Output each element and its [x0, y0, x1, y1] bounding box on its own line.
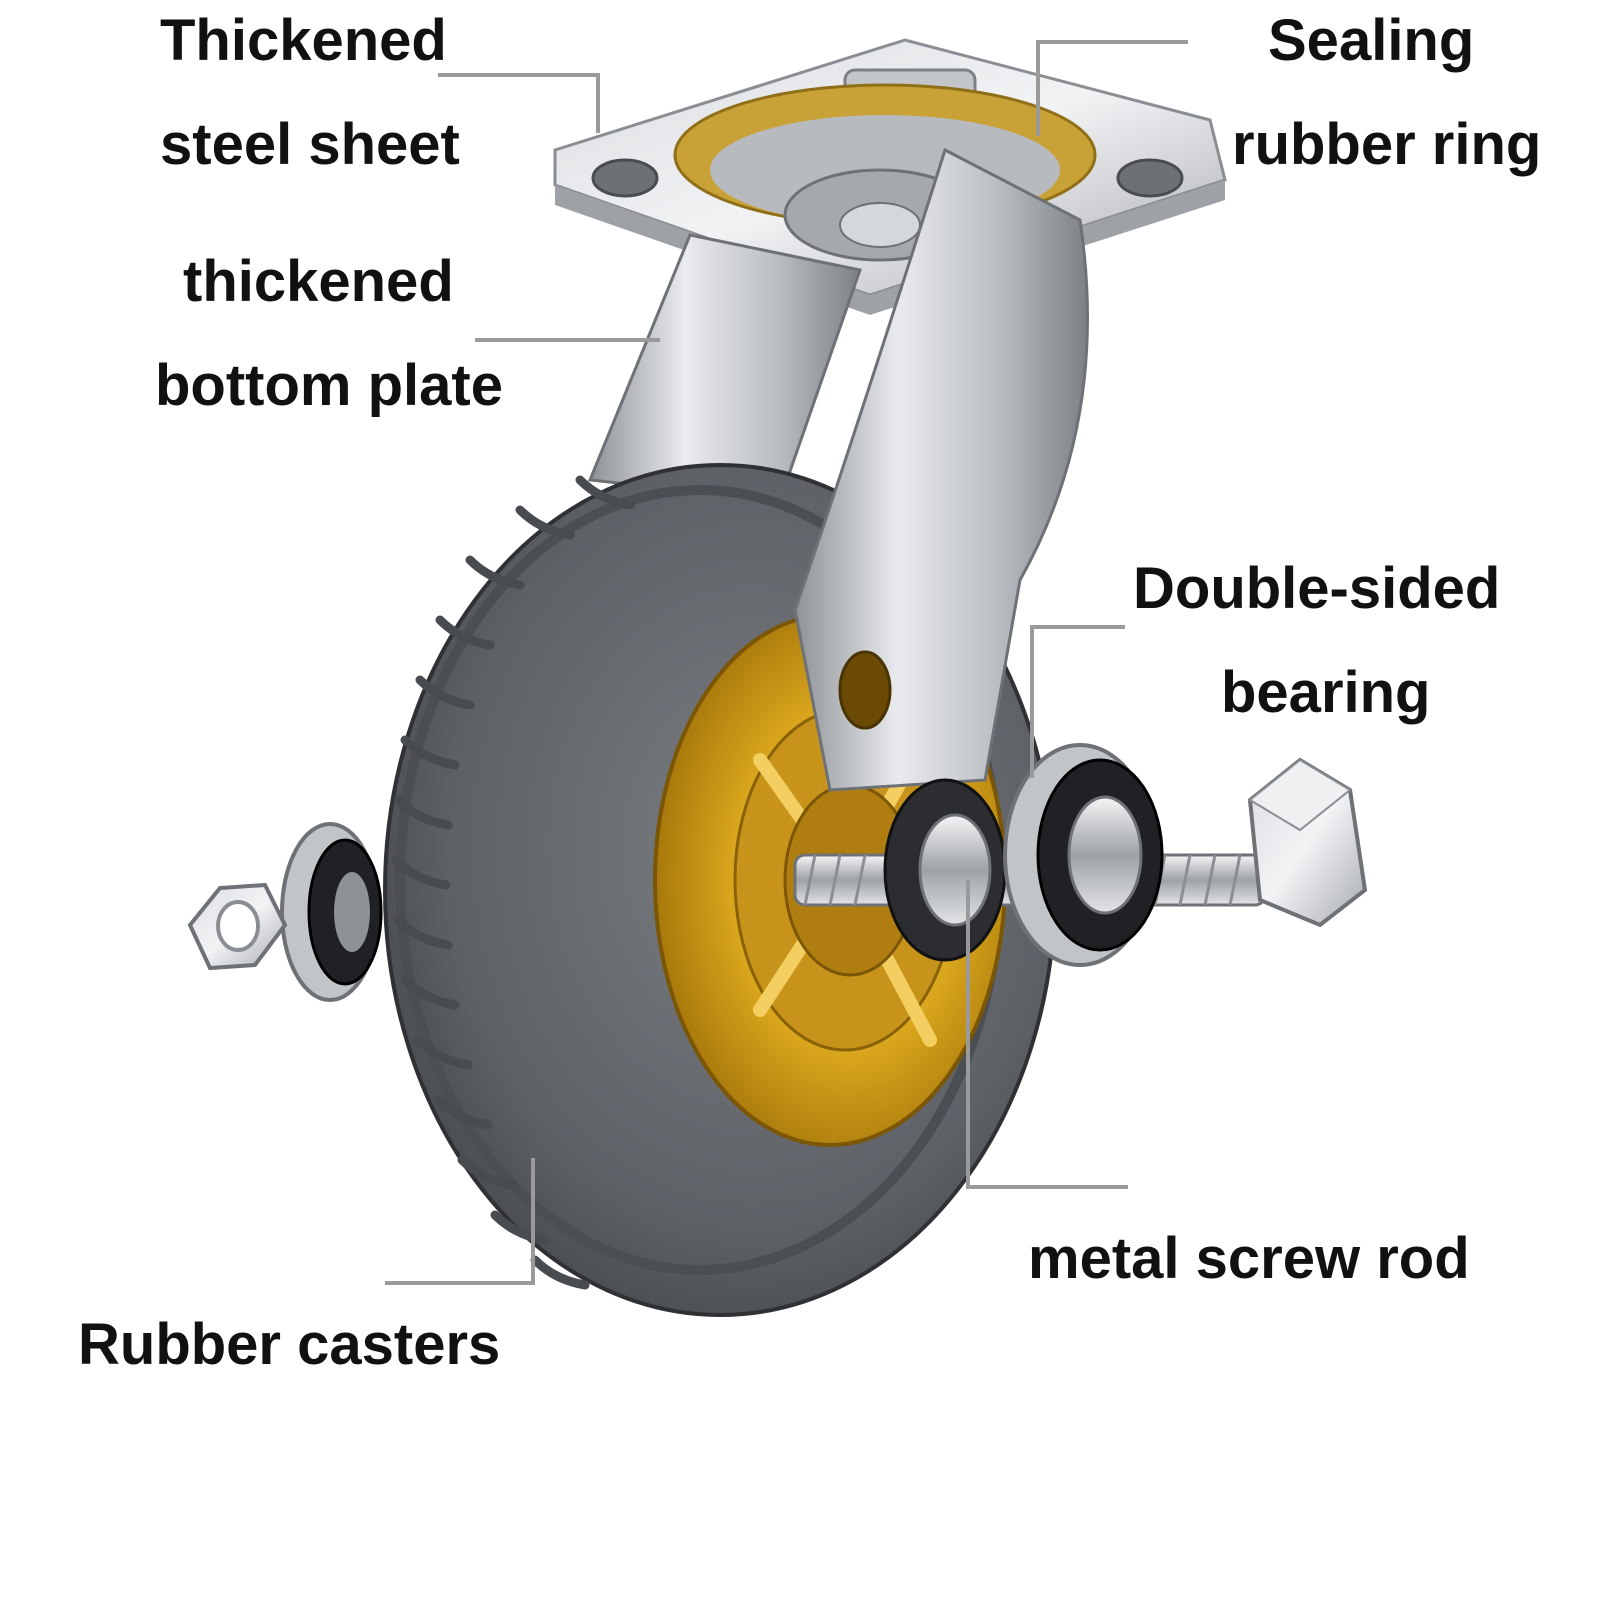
label-line: bottom plate	[155, 353, 503, 418]
label-double-sided-bearing: Double-sided bearing	[1133, 560, 1500, 722]
label-line: Rubber casters	[78, 1312, 501, 1377]
label-line: thickened	[183, 249, 454, 314]
label-line: Sealing	[1268, 8, 1475, 73]
hex-nut	[187, 882, 288, 971]
washer	[883, 778, 1007, 962]
label-line: rubber ring	[1232, 112, 1542, 177]
label-rubber-casters: Rubber casters	[78, 1316, 500, 1374]
leader-screw-rod	[966, 880, 1128, 1189]
front-fork-leg	[793, 147, 1089, 792]
label-line: bearing	[1221, 660, 1431, 725]
label-metal-screw-rod: metal screw rod	[1028, 1230, 1470, 1288]
leader-rubber-ring	[1036, 40, 1188, 136]
label-thickened-steel-sheet: Thickened steel sheet	[160, 12, 460, 174]
rear-fork-leg	[587, 233, 862, 502]
leader-casters	[385, 1158, 535, 1285]
leader-bearing	[1030, 625, 1125, 778]
label-sealing-rubber-ring: Sealing rubber ring	[1232, 12, 1541, 174]
bolt-head	[1247, 757, 1368, 928]
left-bearing	[280, 822, 383, 1002]
label-line: metal screw rod	[1028, 1226, 1470, 1291]
label-line: steel sheet	[160, 112, 460, 177]
label-line: Thickened	[160, 8, 447, 73]
right-bearing	[1003, 743, 1164, 967]
label-line: Double-sided	[1133, 556, 1501, 621]
label-thickened-bottom-plate: thickened bottom plate	[155, 253, 503, 415]
leader-steel-sheet	[438, 73, 600, 133]
